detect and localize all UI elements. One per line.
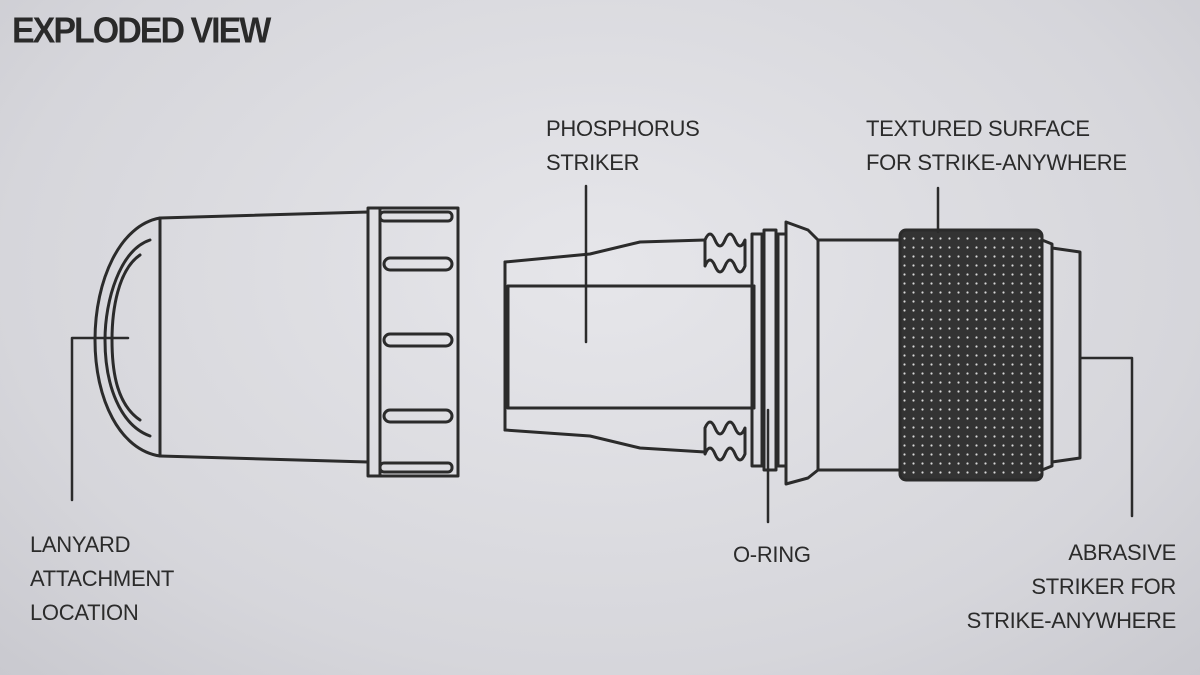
striker-body-part: [503, 220, 1082, 486]
label-abrasive-striker: ABRASIVE STRIKER FOR STRIKE-ANYWHERE: [966, 536, 1177, 638]
label-line: ABRASIVE: [1068, 540, 1176, 565]
label-line: STRIKER FOR: [1031, 574, 1176, 599]
label-line: LANYARD: [30, 532, 131, 557]
label-phosphorus-striker: PHOSPHORUS STRIKER: [546, 112, 700, 180]
label-line: O-RING: [733, 542, 811, 567]
label-o-ring: O-RING: [733, 538, 811, 572]
leader-lines: [70, 184, 1134, 524]
label-line: TEXTURED SURFACE: [866, 116, 1090, 141]
label-textured-surface: TEXTURED SURFACE FOR STRIKE-ANYWHERE: [866, 112, 1127, 180]
diagram-title: EXPLODED VIEW: [12, 11, 271, 51]
cap-part: [93, 206, 460, 478]
label-line: STRIKER: [546, 150, 640, 175]
label-line: ATTACHMENT: [30, 566, 175, 591]
label-line: LOCATION: [30, 600, 139, 625]
label-line: PHOSPHORUS: [546, 116, 700, 141]
label-line: STRIKE-ANYWHERE: [966, 608, 1177, 633]
label-lanyard-attachment: LANYARD ATTACHMENT LOCATION: [30, 528, 174, 630]
label-line: FOR STRIKE-ANYWHERE: [866, 150, 1127, 175]
